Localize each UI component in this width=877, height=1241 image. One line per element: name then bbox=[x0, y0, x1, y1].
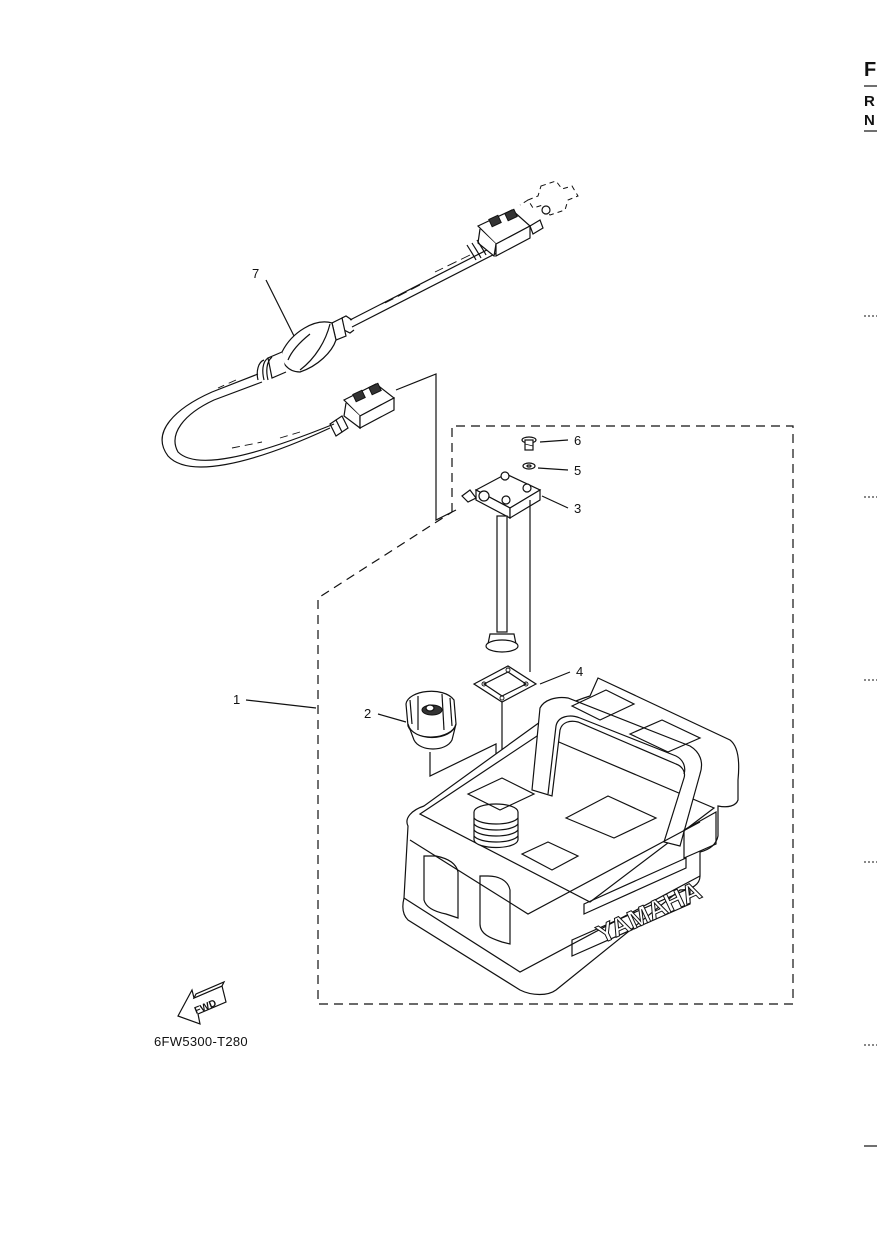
fuel-gauge-joint bbox=[461, 471, 542, 672]
callout-5: 5 bbox=[574, 463, 581, 478]
callout-2: 2 bbox=[364, 706, 371, 721]
callout-7: 7 bbox=[252, 266, 259, 281]
hose-ribs-upper bbox=[466, 239, 487, 261]
callout-3: 3 bbox=[574, 501, 581, 516]
screw bbox=[521, 436, 537, 451]
callouts: 7 6 5 3 4 2 1 bbox=[233, 266, 583, 723]
primer-bulb bbox=[256, 315, 355, 381]
edge-letter-f: F bbox=[864, 59, 876, 81]
gasket bbox=[472, 665, 538, 703]
callout-4: 4 bbox=[576, 664, 583, 679]
page-edge-marks: F R N bbox=[864, 59, 877, 1147]
fuel-hose-assembly bbox=[161, 180, 579, 521]
callout-1: 1 bbox=[233, 692, 240, 707]
diagram-code: 6FW5300-T280 bbox=[154, 1034, 248, 1049]
edge-letter-n: N bbox=[864, 112, 875, 129]
engine-connector-phantom bbox=[519, 180, 579, 216]
tank-assembly-boundary bbox=[317, 425, 794, 1005]
fuel-cap bbox=[405, 690, 457, 750]
hose-connector-engine-side bbox=[476, 205, 551, 258]
washer bbox=[522, 462, 536, 470]
fwd-arrow-icon: FWD bbox=[177, 980, 227, 1025]
edge-letter-r: R bbox=[864, 93, 875, 110]
filler-neck bbox=[473, 803, 519, 849]
hose-connector-tank-side bbox=[329, 382, 396, 437]
callout-6: 6 bbox=[574, 433, 581, 448]
